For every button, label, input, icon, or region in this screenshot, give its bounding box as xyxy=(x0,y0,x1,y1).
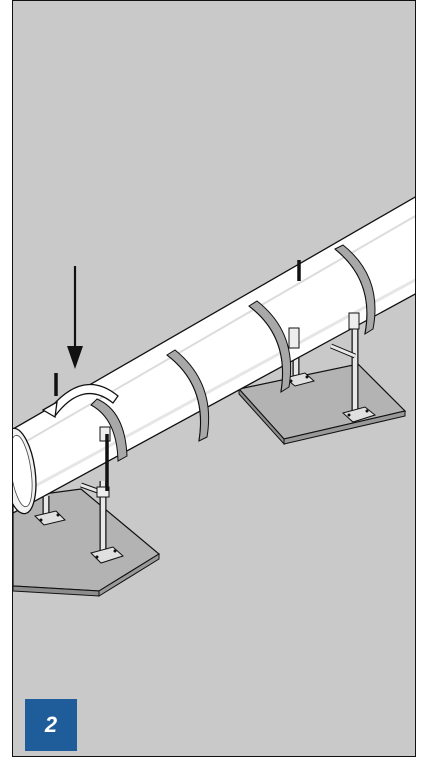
illustration-panel: 2 xyxy=(12,0,416,757)
front-support-plate xyxy=(13,488,161,597)
rear-support-plate xyxy=(237,363,407,446)
guide-rods xyxy=(54,260,301,491)
down-arrow-icon xyxy=(67,266,83,369)
support-saddle-clips xyxy=(96,312,360,498)
rotation-arrow-icon xyxy=(41,400,58,419)
band-clamp-icon xyxy=(47,383,119,417)
pipe-installation-illustration xyxy=(13,196,415,597)
step-number-badge: 2 xyxy=(25,699,77,751)
band-clamps xyxy=(90,244,376,462)
